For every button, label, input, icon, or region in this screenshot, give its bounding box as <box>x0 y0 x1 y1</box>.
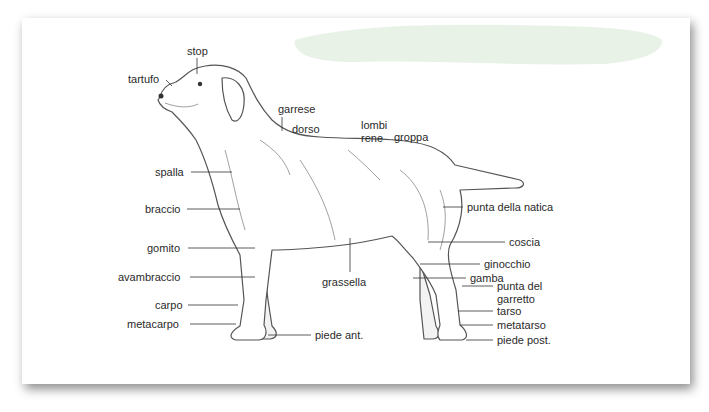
part-label: carpo <box>155 299 183 312</box>
part-label: gomito <box>147 242 180 255</box>
part-label: metacarpo <box>127 318 179 331</box>
part-label: tartufo <box>128 73 159 86</box>
part-label: grassella <box>322 276 366 289</box>
part-label: piede post. <box>497 334 551 347</box>
part-label: braccio <box>145 203 180 216</box>
part-label: garrese <box>278 103 315 116</box>
part-label: spalla <box>155 166 184 179</box>
part-label: metatarso <box>497 319 546 332</box>
part-label: coscia <box>509 236 540 249</box>
part-label: groppa <box>394 131 428 144</box>
part-label: punta della natica <box>467 201 553 214</box>
part-label: lombi rene <box>361 119 393 145</box>
part-label: dorso <box>292 123 320 136</box>
part-label: avambraccio <box>118 271 180 284</box>
part-label: tarso <box>497 305 521 318</box>
part-label: punta del garretto <box>497 280 551 306</box>
part-label: ginocchio <box>484 258 530 271</box>
part-label: stop <box>187 45 208 58</box>
part-label: piede ant. <box>315 329 363 342</box>
